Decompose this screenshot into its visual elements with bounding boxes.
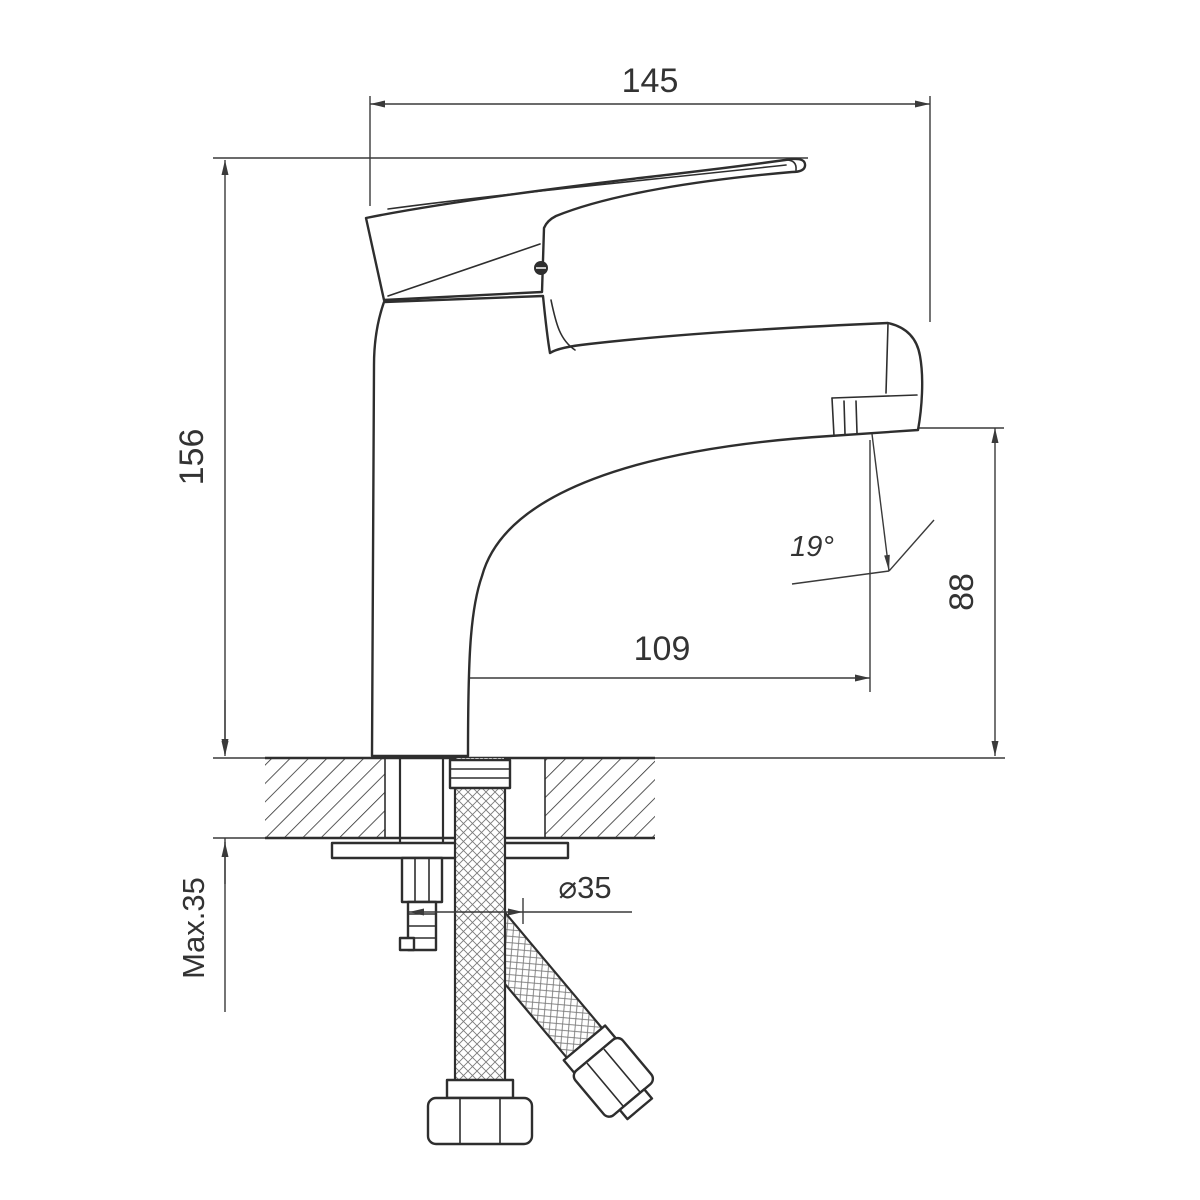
- hose1-collar: [445, 1078, 515, 1100]
- hose2-nut-facet-1: [603, 1048, 642, 1094]
- mounting-locknut: [400, 856, 444, 904]
- spout-end-cap-line: [885, 323, 889, 394]
- countertop-hatch-right: [545, 759, 655, 837]
- aerator-left-edge: [831, 397, 835, 437]
- dim-label-max-thickness: Max.35: [176, 877, 211, 979]
- countertop-section: [213, 756, 1005, 840]
- hole-diameter-dimension: ⌀35: [409, 870, 632, 924]
- faucet-body-spout: [370, 294, 924, 758]
- angle-stream-line: [871, 433, 890, 572]
- dim-label-stream-angle: 19°: [790, 531, 834, 563]
- mounting-washer-plate: [330, 841, 570, 860]
- angle-leader-line: [791, 570, 890, 585]
- dimension-annotations: 145 156 88 109 19° Max.35: [173, 62, 1004, 1012]
- aerator-ring-2: [855, 400, 858, 434]
- dim-label-spout-reach: 109: [634, 630, 691, 668]
- stud-end-tab: [398, 936, 416, 952]
- hose2-edge-top: [504, 912, 604, 1030]
- dim-label-outlet-height: 88: [943, 573, 981, 611]
- aerator-top-line: [831, 394, 918, 399]
- hose2-nipple-end: [618, 1088, 654, 1121]
- faucet: [364, 157, 924, 758]
- handle-inner-line: [387, 164, 787, 210]
- hose1-nut: [426, 1096, 534, 1146]
- dim-label-hole-diameter: ⌀35: [558, 870, 611, 905]
- dim-label-total-height: 156: [173, 429, 211, 486]
- hose2-nut-facet-2: [586, 1062, 625, 1108]
- faucet-handle-lever: [364, 157, 807, 302]
- aerator-ring-1: [843, 400, 846, 435]
- hose1-braid-texture: [455, 758, 505, 1080]
- under-counter-assembly: [330, 756, 655, 1146]
- housing-front-slant: [387, 243, 541, 297]
- handle-tip-cap: [785, 159, 797, 171]
- neck-inner-line: [550, 299, 576, 351]
- angle-reference-line: [888, 519, 935, 572]
- countertop-hatch-left: [265, 759, 385, 837]
- hose1-connector: [448, 758, 512, 790]
- flex-hose-vertical: [426, 756, 534, 1146]
- dim-label-overall-length: 145: [622, 62, 679, 100]
- angle-arrowhead: [884, 554, 890, 571]
